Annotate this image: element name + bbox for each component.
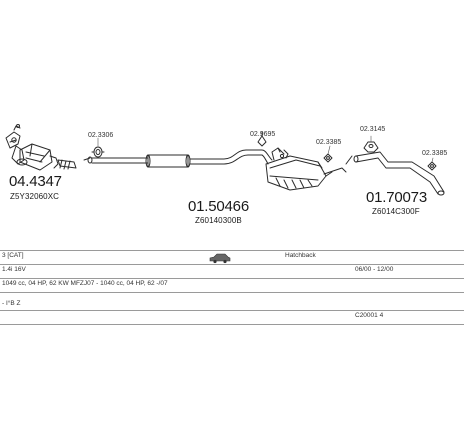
production-period: 06/00 - 12/00 [355,266,394,273]
table-divider [0,250,464,251]
table-divider [0,310,464,311]
accessory-label-02-9695: 02.9695 [250,131,276,138]
engine-details: 1049 cc, 04 HP, 62 KW MFZJ07 - 1040 cc, … [2,280,168,287]
engine-spec: 1.4i 16V [2,266,26,273]
oe-code-z60140300b: Z60140300B [195,216,242,225]
engine-code: - I°B Z [2,300,21,307]
part-number-04-4347: 04.4347 [9,173,62,190]
hanger-02-3385-middle [323,153,333,163]
car-silhouette-icon [209,253,231,264]
table-divider [0,292,464,293]
hanger-02-3385-right [427,161,437,171]
clamp-02-3306 [91,146,105,158]
catalytic-converter-assembly [5,124,77,171]
accessory-label-02-3145: 02.3145 [360,126,386,133]
accessory-label-02-3385: 02.3385 [316,139,342,146]
leader-lines [97,131,434,163]
part-number-01-50466: 01.50466 [188,198,249,215]
table-divider [0,278,464,279]
table-divider [0,324,464,325]
body-type: Hatchback [285,252,316,259]
vehicle-model: 3 [CAT] [2,252,24,259]
accessory-label-02-3306: 02.3306 [88,132,114,139]
middle-pipe-resonator [83,149,273,168]
part-number-01-70073: 01.70073 [366,189,427,206]
reference-number: C20001 4 [355,312,384,319]
accessory-label-02-3385-right: 02.3385 [422,150,448,157]
table-divider [0,264,464,265]
rear-silencer [265,147,347,191]
oe-code-z5y32060xc: Z5Y32060XC [10,192,60,201]
oe-code-z6014c300f: Z6014C300F [372,207,420,216]
hanger-02-3145 [363,141,379,153]
tail-pipe [345,151,445,196]
